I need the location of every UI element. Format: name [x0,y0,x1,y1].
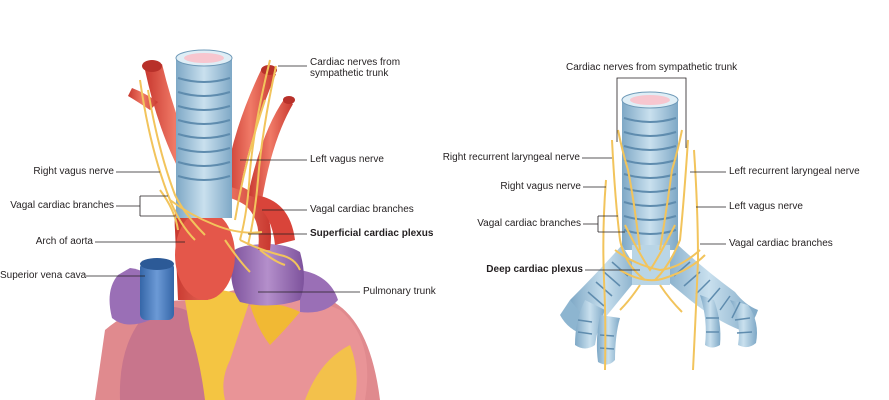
nerves-left [139,59,301,273]
label-vagal-branches-right-left: Vagal cardiac branches [477,218,581,229]
label-cardiac-nerves-right: Cardiac nerves from sympathetic trunk [566,62,738,73]
label-cardiac-nerves-left-1: Cardiac nerves from [310,57,401,68]
label-superficial-cardiac-plexus: Superficial cardiac plexus [310,228,434,239]
label-left-vagus-right: Left vagus nerve [729,201,803,212]
nerves-right [602,129,706,371]
label-right-recurrent-laryngeal: Right recurrent laryngeal nerve [442,152,580,163]
label-vagal-branches-right-right: Vagal cardiac branches [729,238,833,249]
label-right-vagus-left: Right vagus nerve [33,166,114,177]
superior-vena-cava [140,262,174,320]
label-deep-cardiac-plexus: Deep cardiac plexus [486,264,583,275]
label-vagal-branches-left: Vagal cardiac branches [10,200,114,211]
left-auricle [300,270,338,313]
pulmonary-trunk [231,244,304,306]
label-vagal-branches-left-right: Vagal cardiac branches [310,204,414,215]
label-right-vagus-right: Right vagus nerve [500,181,581,192]
label-pulmonary-trunk: Pulmonary trunk [363,286,436,297]
trachea-right [621,91,679,250]
label-left-vagus-left: Left vagus nerve [310,154,384,165]
label-cardiac-nerves-left-2: sympathetic trunk [310,68,389,79]
label-superior-vena-cava: Superior vena cava [0,270,87,281]
trachea [175,49,233,218]
label-arch-of-aorta: Arch of aorta [35,236,93,247]
label-left-recurrent-laryngeal: Left recurrent laryngeal nerve [729,166,860,177]
